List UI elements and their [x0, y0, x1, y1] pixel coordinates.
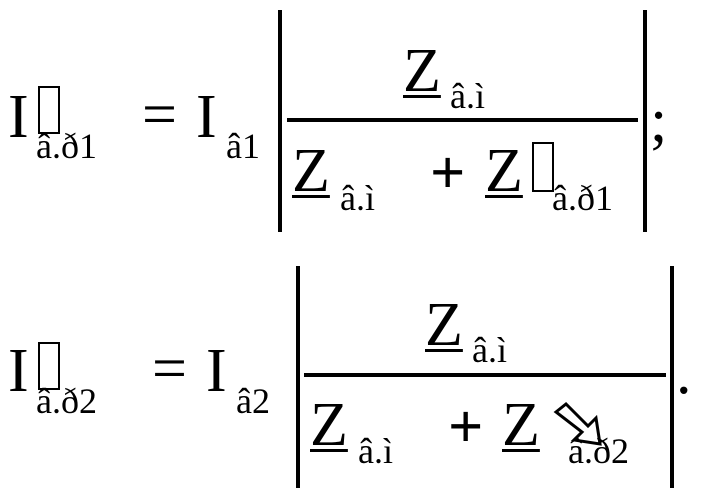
- eq1-plus: +: [430, 139, 466, 207]
- eq2-denominator-term2-subscript: â.ð2: [568, 431, 629, 471]
- box-glyph-icon: [38, 342, 60, 390]
- eq1-equals: =: [142, 81, 177, 149]
- eq2-numerator-symbol: Z: [425, 291, 463, 359]
- eq1-denominator-term2-symbol: Z: [485, 137, 523, 205]
- eq1-lhs-symbol: I: [8, 83, 29, 151]
- box-glyph-icon: [38, 86, 60, 134]
- eq1-denominator-term1-symbol: Z: [292, 137, 330, 205]
- eq1-lhs-subscript: â.ð1: [36, 126, 97, 166]
- eq2-lhs-symbol: I: [8, 337, 29, 405]
- eq1-right-abs-bar: [643, 10, 647, 232]
- eq2-denominator-term2-symbol: Z: [502, 391, 540, 459]
- eq1-denominator-term1-subscript: â.ì: [340, 178, 375, 218]
- eq2-equals: =: [152, 335, 187, 403]
- eq1-rhs-symbol: I: [196, 83, 217, 151]
- eq1-denominator-term2-subscript: â.ð1: [552, 178, 613, 218]
- eq2-denominator-term1-symbol: Z: [310, 391, 348, 459]
- eq2-terminator: .: [676, 339, 692, 407]
- eq1-fraction-line: [287, 118, 638, 122]
- eq2-fraction-line: [304, 373, 666, 377]
- eq2-right-abs-bar: [670, 266, 674, 488]
- eq2-left-abs-bar: [296, 266, 300, 488]
- eq2-numerator-subscript: â.ì: [472, 330, 507, 370]
- eq1-left-abs-bar: [278, 10, 282, 232]
- eq2-rhs-subscript: â2: [236, 381, 270, 421]
- eq2-plus: +: [448, 393, 484, 461]
- eq1-rhs-subscript: â1: [226, 126, 260, 166]
- eq1-terminator: ;: [650, 87, 668, 155]
- eq2-rhs-symbol: I: [206, 337, 227, 405]
- arrow-down-right-icon: [553, 401, 602, 446]
- eq2-lhs-subscript: â.ð2: [36, 381, 97, 421]
- eq2-denominator-term1-subscript: â.ì: [358, 431, 393, 471]
- eq1-numerator-symbol: Z: [403, 37, 441, 105]
- box-glyph-icon: [532, 142, 554, 192]
- eq1-numerator-subscript: â.ì: [450, 76, 485, 116]
